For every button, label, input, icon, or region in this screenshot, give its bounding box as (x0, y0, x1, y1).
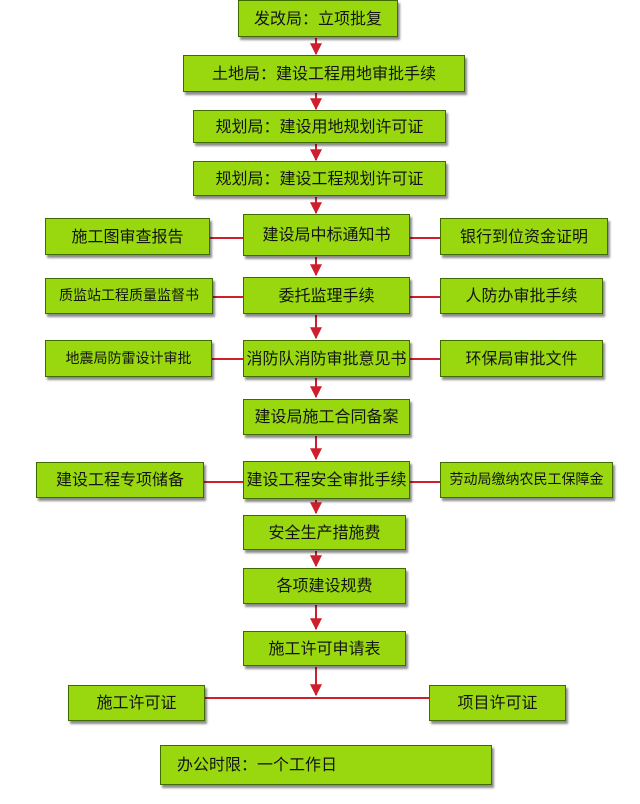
output-construction-permit: 施工许可证 (68, 685, 205, 721)
office-time-note: 办公时限：一个工作日 (160, 745, 492, 785)
output-project-permit: 项目许可证 (429, 685, 566, 721)
step-land-bureau: 土地局：建设工程用地审批手续 (183, 55, 465, 92)
step-supervision: 委托监理手续 (243, 277, 410, 314)
left-quality-supervision: 质监站工程质量监督书 (45, 278, 213, 314)
step-bid-notice: 建设局中标通知书 (243, 214, 410, 256)
step-land-planning-permit: 规划局：建设用地规划许可证 (193, 110, 446, 143)
right-bank-funds: 银行到位资金证明 (440, 218, 608, 255)
step-safety-approval: 建设工程安全审批手续 (243, 461, 410, 499)
step-fire-approval: 消防队消防审批意见书 (243, 340, 410, 377)
left-lightning-design: 地震局防雷设计审批 (45, 340, 212, 377)
step-construction-fees: 各项建设规费 (243, 568, 406, 604)
left-drawing-review: 施工图审查报告 (45, 218, 210, 255)
right-civil-defense: 人防办审批手续 (440, 278, 603, 314)
right-environmental: 环保局审批文件 (440, 340, 603, 377)
step-reform-bureau: 发改局：立项批复 (238, 0, 398, 37)
step-safety-fee: 安全生产措施费 (243, 515, 406, 550)
step-engineering-planning-permit: 规划局：建设工程规划许可证 (193, 161, 446, 196)
left-special-reserve: 建设工程专项储备 (36, 462, 204, 498)
step-permit-application: 施工许可申请表 (243, 631, 406, 666)
right-labor-deposit: 劳动局缴纳农民工保障金 (440, 462, 613, 498)
step-contract-filing: 建设局施工合同备案 (243, 399, 410, 435)
